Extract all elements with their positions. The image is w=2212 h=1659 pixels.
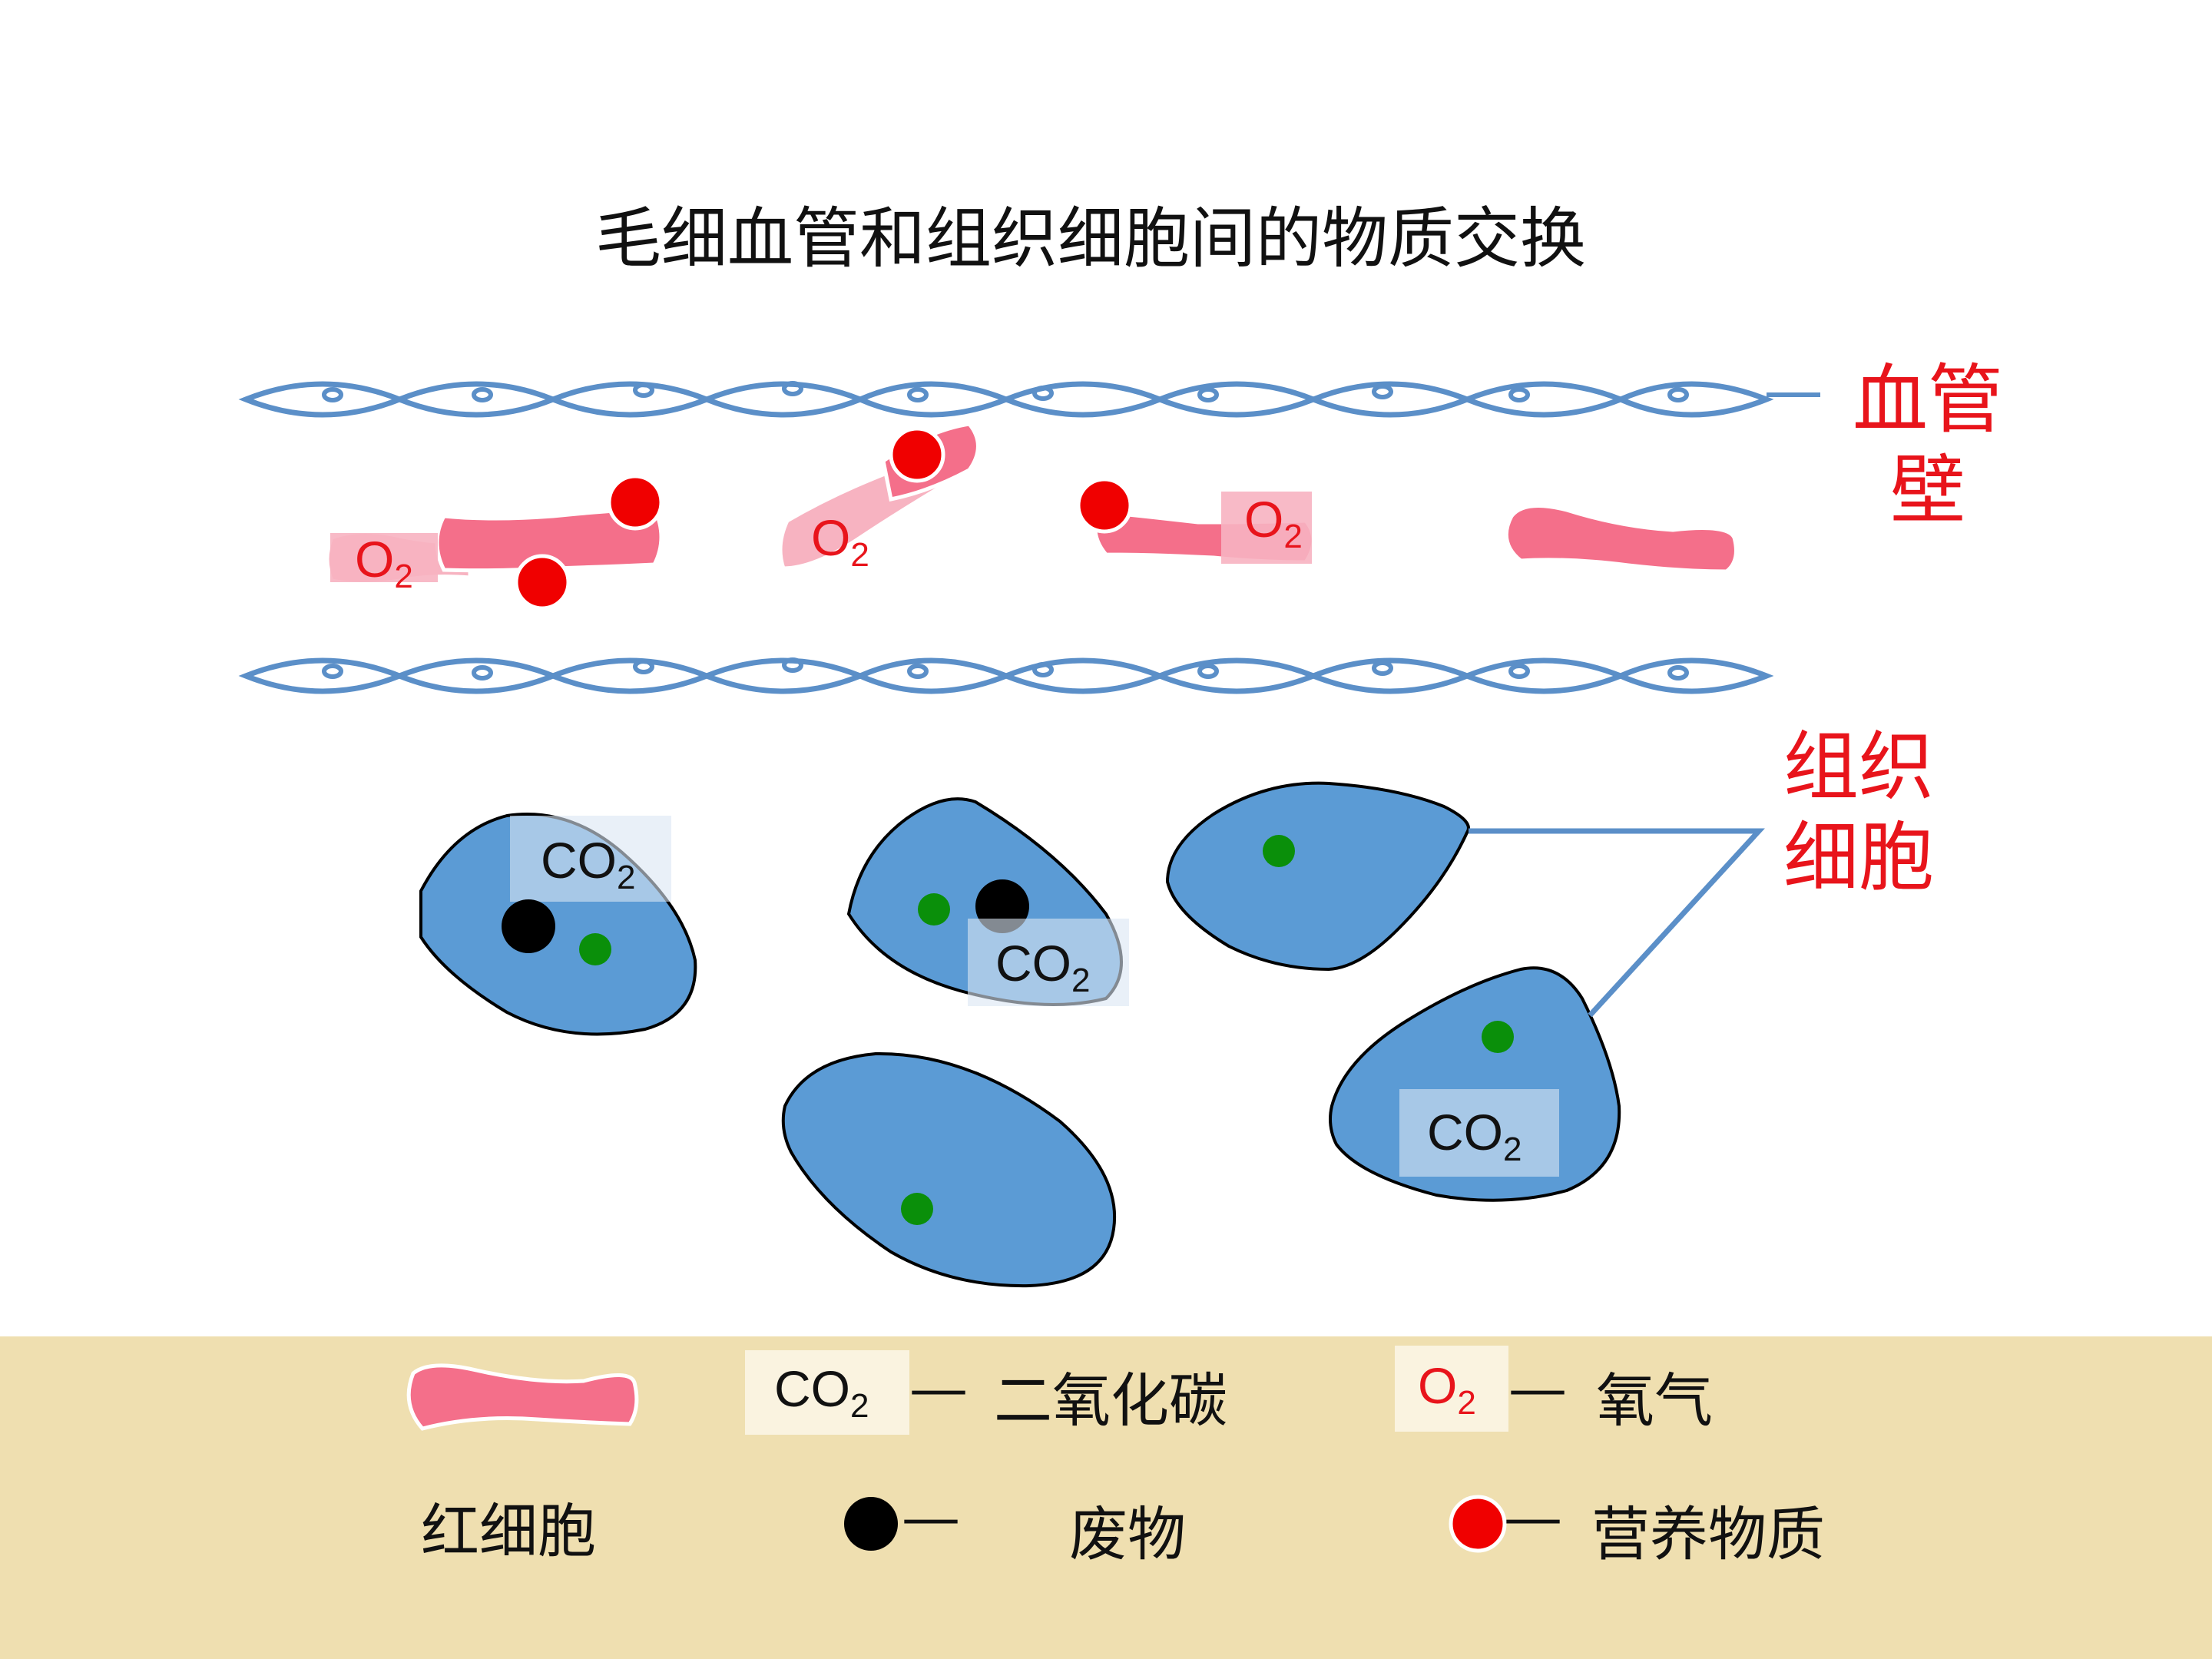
- nutrient-dot: [889, 426, 945, 483]
- vessel-wall-label: 血管 壁: [1843, 355, 2012, 536]
- legend-o2-dash: —: [1508, 1353, 1567, 1422]
- legend-o2-formula: O2: [1418, 1357, 1476, 1422]
- tissue-cell-2: [846, 797, 1129, 1006]
- tissue-cell-3: [1165, 781, 1470, 972]
- o2-label: O2: [355, 531, 413, 596]
- nutrient-dot: [607, 474, 664, 531]
- waste-dot: [502, 899, 555, 953]
- cell-dot: [579, 933, 611, 965]
- o2-label-bg-1: [330, 533, 438, 582]
- nutrient-dot: [1076, 477, 1133, 534]
- cell-dot: [1482, 1021, 1514, 1053]
- red-blood-cell-group-1: [325, 474, 664, 611]
- nutrient-dot: [514, 554, 571, 611]
- co2-label-bg: [510, 816, 671, 902]
- cell-dot: [901, 1193, 933, 1225]
- legend-waste-dash: —: [902, 1482, 960, 1551]
- tissue-cell-4: [781, 1051, 1117, 1288]
- cell-dot: [1263, 835, 1295, 867]
- tissue-cell-1: [419, 813, 697, 1036]
- tissue-cell-pointer: [1469, 828, 1765, 1018]
- co2-label: CO2: [541, 832, 636, 897]
- tissue-cell-label-line2: 细胞: [1783, 814, 1934, 902]
- tissue-cell-5: [1329, 966, 1621, 1202]
- o2-label: O2: [811, 509, 869, 575]
- cell-dot: [918, 893, 950, 926]
- o2-label-bg-3: [1221, 492, 1312, 564]
- diagram-title: 毛细血管和组织细胞间的物质交换: [595, 200, 1586, 277]
- legend-o2-name: 氧气: [1596, 1366, 1713, 1435]
- vessel-wall-upper: [238, 381, 1774, 418]
- vessel-wall-label-line2: 壁: [1889, 447, 1965, 535]
- legend-co2-dash: —: [909, 1353, 968, 1422]
- legend-band: [0, 1336, 2212, 1659]
- vessel-wall-label-line1: 血管: [1852, 356, 2003, 444]
- legend-nutrient-label: 营养物质: [1591, 1500, 1825, 1568]
- red-blood-cell: [1504, 504, 1738, 574]
- tissue-cell-label-line1: 组织: [1783, 724, 1934, 811]
- o2-label: O2: [1244, 491, 1303, 556]
- co2-label-bg: [1399, 1089, 1559, 1177]
- tissue-cell-label: 组织 细胞: [1774, 722, 1943, 903]
- co2-label: CO2: [995, 935, 1091, 1000]
- co2-label: CO2: [1427, 1104, 1522, 1169]
- co2-label-bg: [968, 919, 1129, 1006]
- legend-rbc-label: 红细胞: [421, 1497, 596, 1565]
- red-blood-cell-group-2: [778, 422, 981, 571]
- legend-co2-formula: CO2: [774, 1360, 869, 1426]
- legend-co2-name: 二氧化碳: [994, 1366, 1227, 1435]
- legend-nutrient-dash: —: [1504, 1482, 1562, 1551]
- red-blood-cell-group-3: [1076, 477, 1316, 565]
- legend-waste-label: 废物: [1069, 1500, 1186, 1568]
- vessel-wall-lower: [238, 657, 1774, 694]
